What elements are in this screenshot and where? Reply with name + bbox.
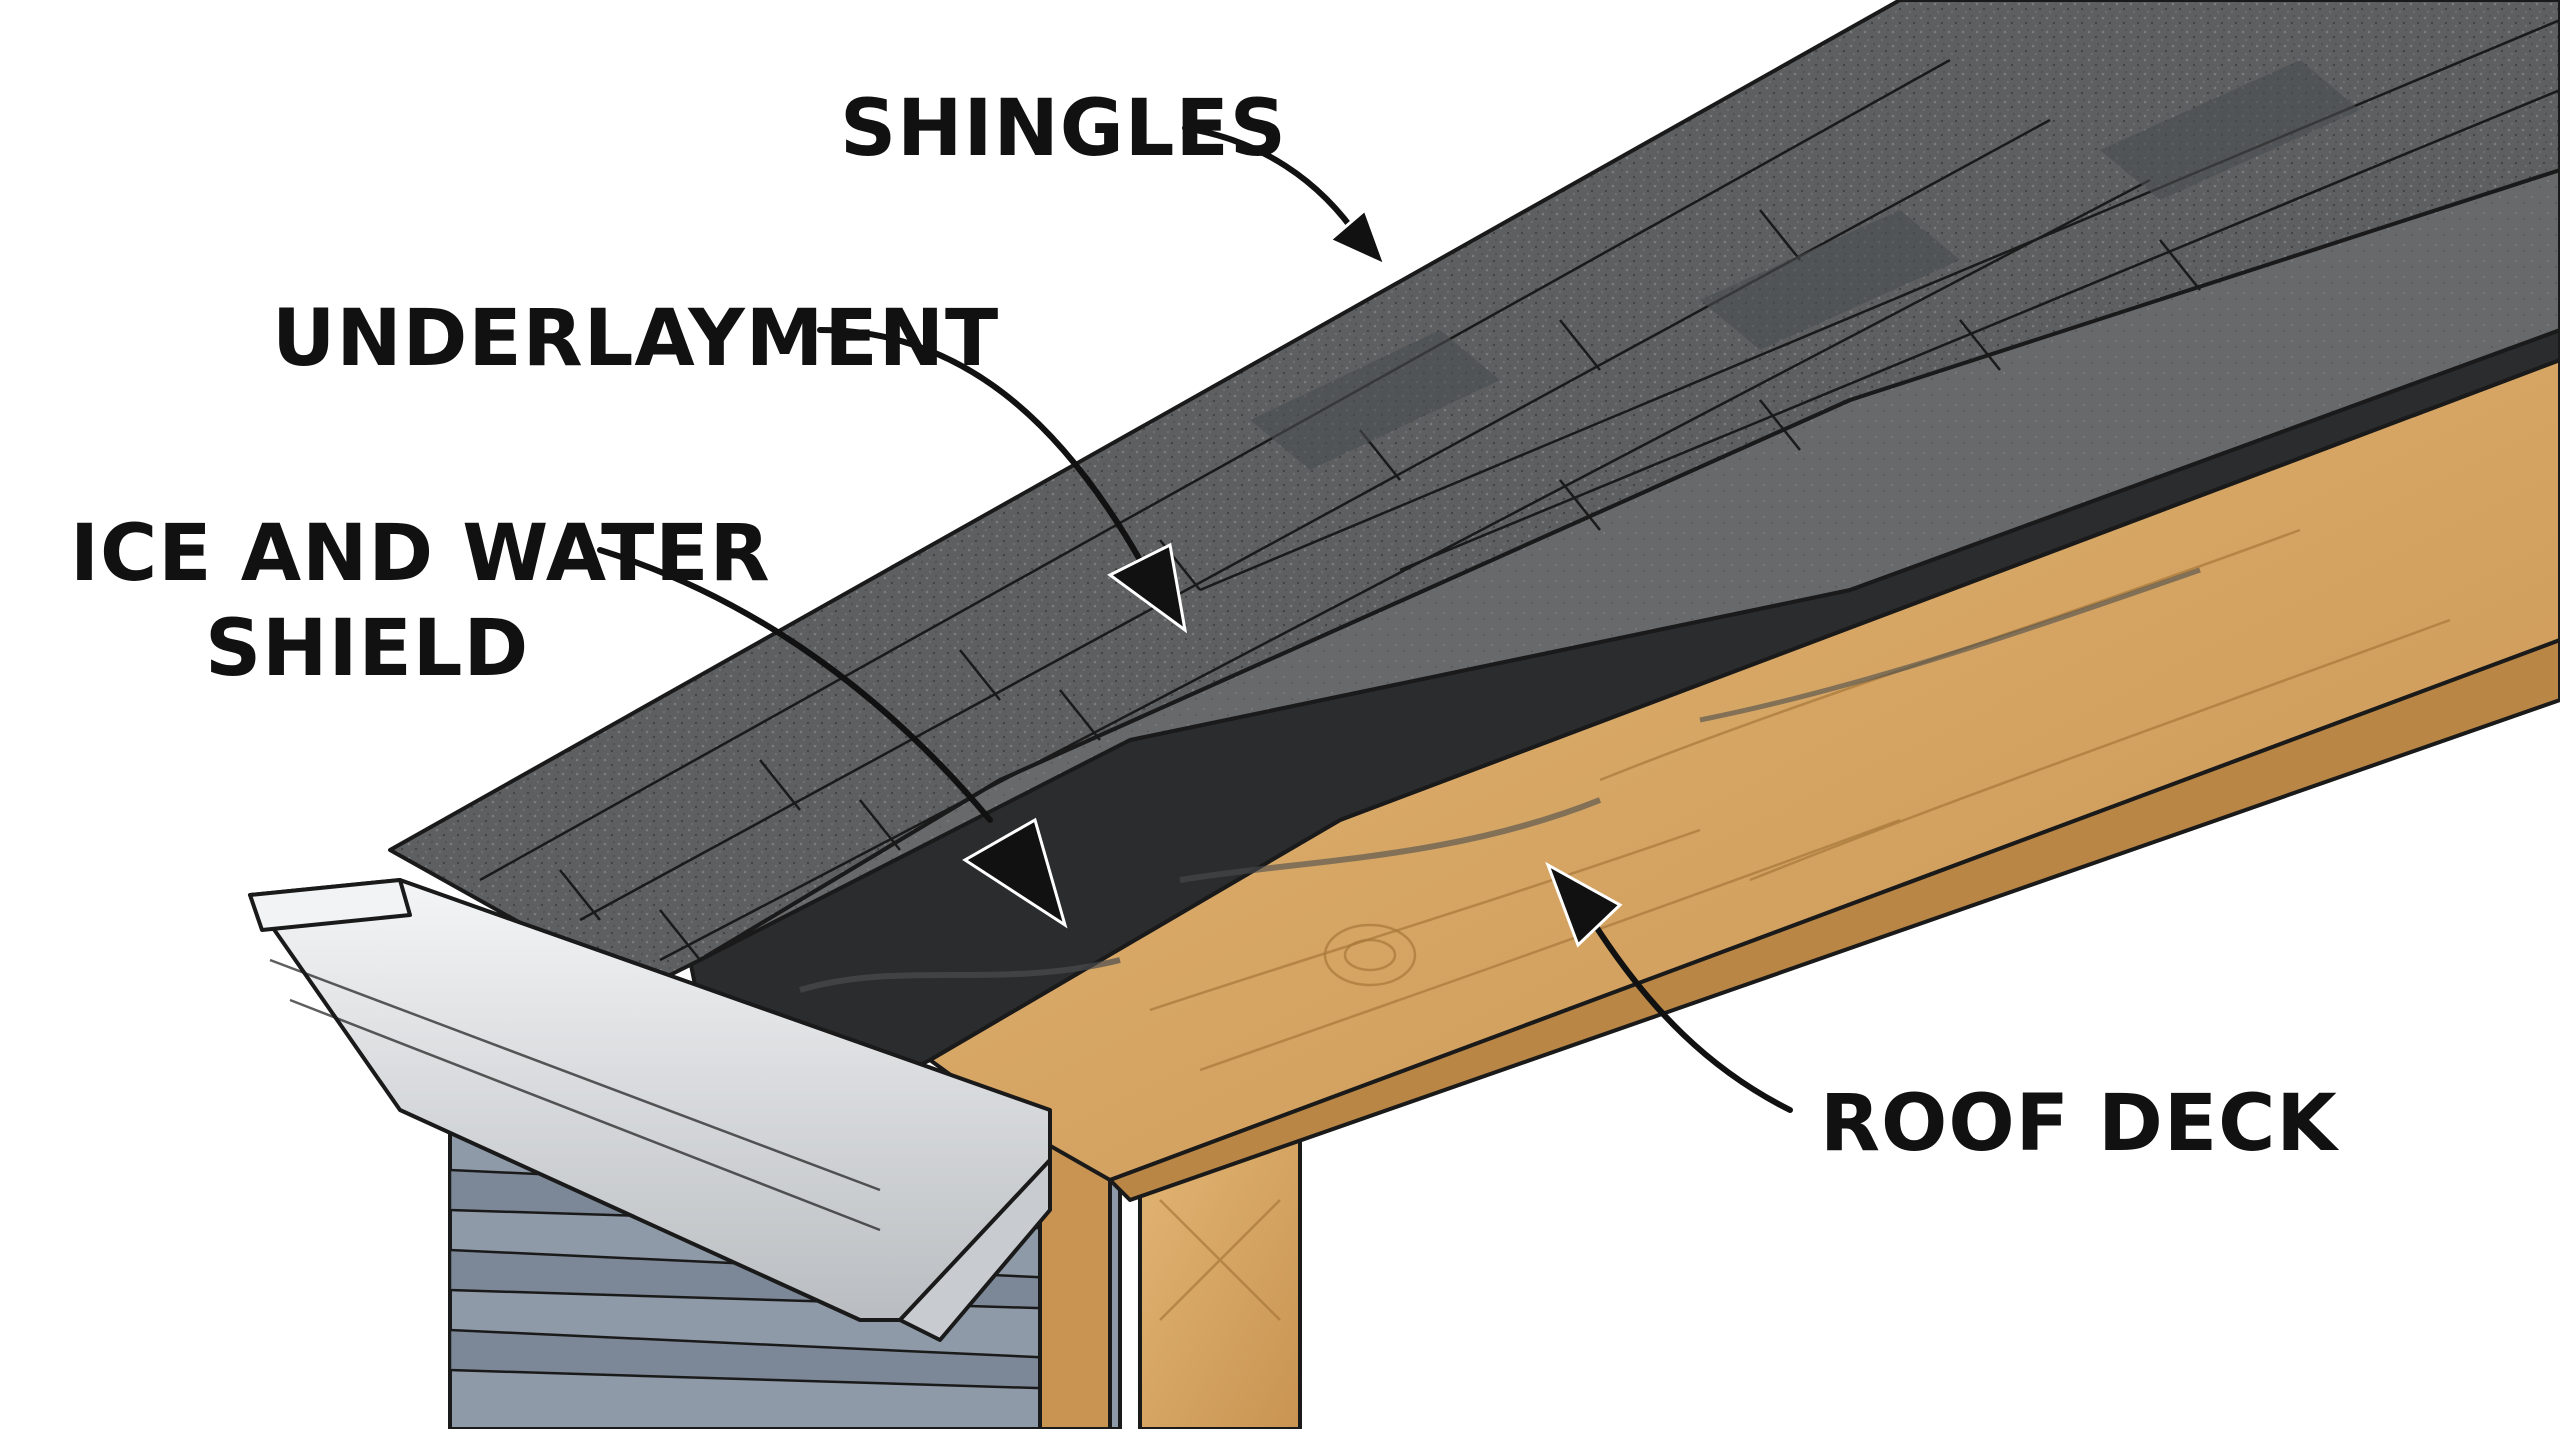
label-ice-water-shield-line2: SHIELD [205, 604, 529, 694]
arrow-shingles [1182, 125, 1388, 268]
gutter [248, 878, 1052, 1342]
label-underlayment: UNDERLAYMENT [272, 294, 999, 384]
label-ice-water-shield-line1: ICE AND WATER [70, 509, 771, 599]
arrow-roof-deck [1545, 861, 1793, 1113]
label-roof-deck: ROOF DECK [1820, 1079, 2339, 1169]
label-shingles: SHINGLES [840, 84, 1287, 174]
arrow-underlayment [817, 327, 1188, 634]
arrow-ice-water-shield [597, 547, 1068, 929]
shingles [388, 0, 2560, 992]
